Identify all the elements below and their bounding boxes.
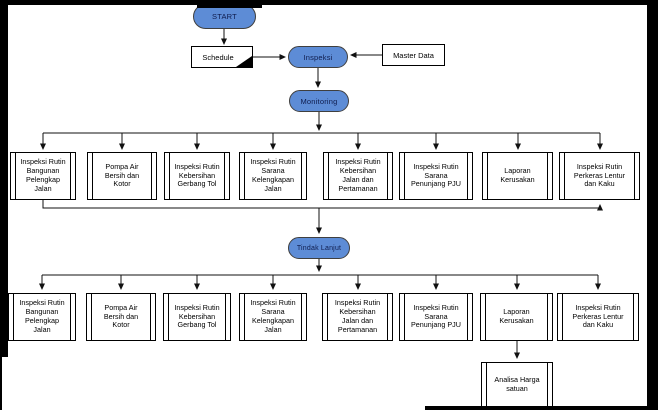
process-box-r2-3: Inspeksi Rutin Kebersihan Gerbang Tol	[163, 293, 231, 341]
process-box-label: Pompa Air Bersih dan Kotor	[103, 302, 139, 330]
node-master-data-label: Master Data	[393, 50, 434, 60]
process-box-label: Inspeksi Rutin Sarana Kelengkapan Jalan	[250, 157, 296, 193]
window-edge-left	[0, 0, 8, 357]
process-box-r1-3: Inspeksi Rutin Kebersihan Gerbang Tol	[164, 152, 230, 200]
process-box-label: Inspeksi Rutin Kebersihan Gerbang Tol	[174, 161, 220, 189]
process-box-label: Analisa Harga satuan	[494, 374, 540, 393]
process-box-label: Inspeksi Rutin Sarana Penunjang PJU	[411, 302, 461, 330]
node-schedule-label: Schedule	[202, 52, 234, 62]
window-edge-left-sliver	[0, 357, 2, 410]
process-box-label: Inspeksi Rutin Perkeras Lentur dan Kaku	[572, 302, 624, 330]
process-box-label: Laporan Kerusakan	[499, 307, 534, 325]
process-box-r2-4: Inspeksi Rutin Sarana Kelengkapan Jalan	[239, 293, 307, 341]
process-box-label: Inspeksi Rutin Bangunan Pelengkap Jalan	[19, 298, 65, 334]
process-box-r1-5: Inspeksi Rutin Kebersihan Jalan dan Pert…	[323, 152, 393, 200]
node-master-data-box: Master Data	[382, 44, 445, 66]
window-edge-right	[647, 0, 658, 410]
process-box-r2-1: Inspeksi Rutin Bangunan Pelengkap Jalan	[8, 293, 76, 341]
window-edge-top	[0, 0, 658, 5]
card-fold-triangle	[236, 56, 252, 67]
process-box-label: Inspeksi Rutin Sarana Penunjang PJU	[411, 161, 461, 189]
process-box-label: Laporan Kerusakan	[500, 166, 535, 184]
window-edge-bottom-right	[425, 406, 658, 410]
process-box-r1-8: Inspeksi Rutin Perkeras Lentur dan Kaku	[559, 152, 640, 200]
process-box-label: Inspeksi Rutin Sarana Kelengkapan Jalan	[250, 298, 296, 334]
process-box-r2-6: Inspeksi Rutin Sarana Penunjang PJU	[399, 293, 473, 341]
process-box-label: Inspeksi Rutin Kebersihan Jalan dan Pert…	[335, 157, 381, 193]
process-box-analisa-harga: Analisa Harga satuan	[481, 362, 553, 407]
node-monitoring-label: Monitoring	[300, 96, 338, 106]
process-box-label: Inspeksi Rutin Bangunan Pelengkap Jalan	[20, 157, 66, 193]
process-box-r1-1: Inspeksi Rutin Bangunan Pelengkap Jalan	[10, 152, 76, 200]
node-monitoring-terminator: Monitoring	[289, 90, 349, 112]
process-box-r2-7: Laporan Kerusakan	[480, 293, 553, 341]
process-box-label: Pompa Air Bersih dan Kotor	[104, 161, 140, 189]
window-edge-top-notch	[197, 0, 262, 8]
node-tindak-lanjut-terminator: Tindak Lanjut	[288, 237, 350, 259]
node-inspeksi-label: Inspeksi	[303, 52, 333, 62]
process-box-label: Inspeksi Rutin Kebersihan Jalan dan Pert…	[334, 298, 381, 334]
process-box-label: Inspeksi Rutin Kebersihan Gerbang Tol	[174, 302, 220, 330]
process-box-r2-8: Inspeksi Rutin Perkeras Lentur dan Kaku	[557, 293, 639, 341]
process-box-r1-4: Inspeksi Rutin Sarana Kelengkapan Jalan	[239, 152, 307, 200]
node-inspeksi-terminator: Inspeksi	[288, 46, 348, 68]
process-box-r2-5: Inspeksi Rutin Kebersihan Jalan dan Pert…	[322, 293, 393, 341]
node-schedule-card: Schedule	[191, 46, 253, 68]
process-box-r1-6: Inspeksi Rutin Sarana Penunjang PJU	[399, 152, 473, 200]
node-tindak-lanjut-label: Tindak Lanjut	[296, 244, 342, 252]
process-box-r1-2: Pompa Air Bersih dan Kotor	[87, 152, 157, 200]
node-start-label: START	[212, 12, 237, 21]
process-box-label: Inspeksi Rutin Perkeras Lentur dan Kaku	[573, 161, 626, 189]
process-box-r2-2: Pompa Air Bersih dan Kotor	[86, 293, 156, 341]
process-box-r1-7: Laporan Kerusakan	[482, 152, 553, 200]
